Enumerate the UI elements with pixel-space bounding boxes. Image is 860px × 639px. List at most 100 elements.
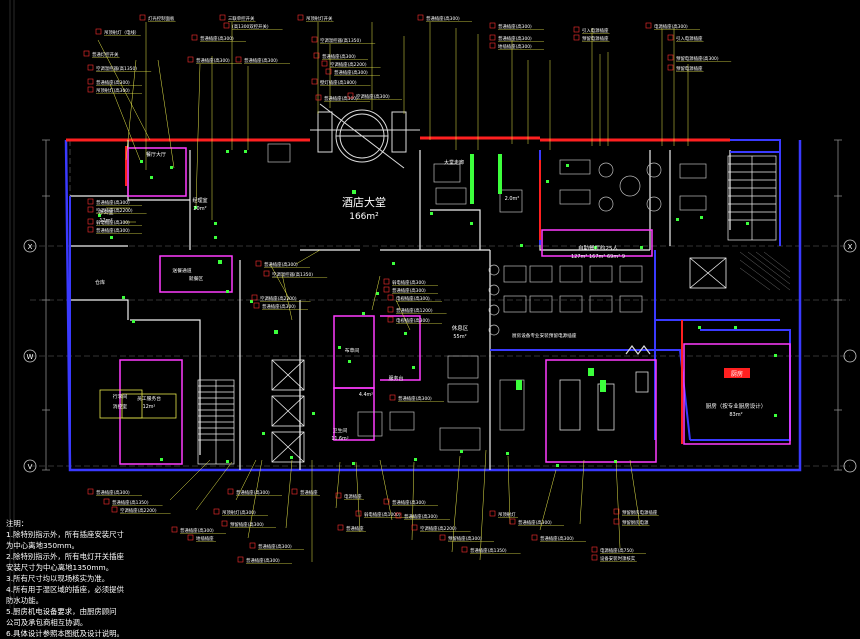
callout-text: 电源插座(高750)	[600, 547, 634, 554]
tag-marker-icon	[187, 534, 194, 541]
callout-tag: 预留厨房电源插座	[613, 508, 659, 516]
grid-axis-bubble-icon: X X	[23, 239, 857, 253]
callout-text: 壁灯插座(高1800)	[320, 79, 357, 86]
tag-marker-icon	[249, 542, 256, 549]
callout-text: 普通插座	[346, 525, 364, 532]
callout-text: 预留插座(高300)	[448, 535, 482, 542]
callout-tag: 吊顶射灯	[489, 510, 518, 518]
callout-text: 普通插座(高1200)	[396, 307, 433, 314]
kitchen-area: 83m²	[729, 412, 742, 418]
lounge-name: 休息区	[452, 324, 469, 332]
tag-marker-icon	[263, 270, 270, 277]
callout-tag: 普通插座(高300)	[249, 542, 304, 550]
tag-marker-icon	[573, 34, 580, 41]
callout-text: 普通插座(高300)	[96, 199, 130, 206]
callout-text: 普通插座(高300)	[96, 489, 130, 496]
callout-tag: 电视插座(高300)	[387, 316, 442, 324]
lobby-area: 166m²	[349, 212, 379, 222]
callout-text: (高1300双控开关)	[232, 23, 269, 30]
tag-marker-icon	[87, 78, 94, 85]
tag-marker-icon	[613, 518, 620, 525]
callout-tag: 普通插座(高300)	[325, 68, 380, 76]
callout-text: 普通插座(高300)	[200, 35, 234, 42]
tag-marker-icon	[489, 34, 496, 41]
tag-marker-icon	[335, 492, 342, 499]
pantry-1-area: 4.4m²	[359, 392, 373, 398]
notes-line: 2.除特别指示外，所有电灯开关插座	[6, 552, 124, 561]
room-label-dining-zone: 就餐区	[189, 275, 204, 282]
grid-label-left-2: W	[27, 353, 34, 361]
pantry-2-name: 卫生间	[333, 427, 348, 434]
elevator-icon	[271, 257, 727, 463]
callout-tag: 普通插座(高300)	[87, 226, 142, 234]
callout-text: 普通插座(高300)	[262, 303, 296, 310]
tag-marker-icon	[221, 520, 228, 527]
tag-marker-icon	[227, 488, 234, 495]
tag-marker-icon	[439, 534, 446, 541]
callout-text: 普通插座(高300)	[322, 53, 356, 60]
tag-marker-icon	[311, 36, 318, 43]
notes-line: 防水功能。	[6, 596, 43, 605]
callout-labels: 吊顶射灯（电线）普通灯控开关空调温控器(高1350)普通插座(高300)吊顶射灯…	[83, 14, 732, 564]
callout-leaders	[97, 22, 689, 562]
tag-marker-icon	[213, 508, 220, 515]
callout-tag: 预留电源插座(高300)	[667, 54, 732, 62]
callout-text: 吊顶射灯(高300)	[96, 87, 130, 94]
callout-text: 普通插座(高300)	[404, 513, 438, 520]
tag-marker-icon	[387, 316, 394, 323]
tag-marker-icon	[389, 394, 396, 401]
callout-text: 普通插座(高300)	[540, 535, 574, 542]
callout-tag: 普通插座(高300)	[313, 52, 368, 60]
callout-tag: 空调温控器(高1350)	[87, 64, 152, 72]
callout-text: 普通插座(高300)	[246, 557, 280, 564]
tag-marker-icon	[355, 510, 362, 517]
callout-text: 空调插座(高300)	[356, 93, 390, 100]
lounge-area: 55m²	[453, 334, 466, 340]
callout-text: 预留电源插座	[582, 35, 609, 42]
callout-text: 空调温控器(高1350)	[96, 65, 137, 72]
callout-tag: 空调插座(高2200)	[251, 294, 311, 302]
tag-marker-icon	[387, 294, 394, 301]
west-room-1: 行李间	[113, 393, 128, 400]
callout-text: 空调温控器(高1350)	[320, 37, 361, 44]
callout-text: 普通插座	[300, 489, 318, 496]
service-name: 服务台	[388, 375, 403, 382]
tag-marker-icon	[383, 278, 390, 285]
callout-text: 普通插座(高300)	[196, 57, 230, 64]
callout-tag: 普通插座(高300)	[87, 488, 142, 496]
callout-tag: 普通插座(高300)	[255, 260, 310, 268]
tag-marker-icon	[591, 554, 598, 561]
callout-text: 预留厨房电源插座	[622, 509, 658, 516]
callout-tag: 普通插座(高300)	[489, 22, 544, 30]
callout-text: 引入电源插座	[582, 27, 609, 34]
tag-marker-icon	[645, 22, 652, 29]
callout-text: 普通插座(高1350)	[470, 547, 507, 554]
callout-tag: 普通插座(高300)	[383, 286, 438, 294]
design-notes: 注明： 1.除特别指示外，所有插座安装尺寸 为中心离地350mm。 2.除特别指…	[6, 518, 156, 639]
tag-marker-icon	[87, 226, 94, 233]
callout-text: 普通插座(高300)	[518, 519, 552, 526]
storage-name: 仓库	[95, 279, 105, 286]
floor-plan-canvas: X X W V	[9, 0, 857, 608]
notes-line: 安装尺寸为中心离地1350mm。	[6, 563, 114, 572]
callout-text: 普通插座(高300)	[96, 227, 130, 234]
callout-text: 地插插座	[196, 535, 214, 542]
manager-area: 20m²	[193, 206, 206, 212]
tag-marker-icon	[509, 518, 516, 525]
callout-tag: 普通插座(高300)	[315, 94, 370, 102]
callout-text: 普通灯控开关	[92, 51, 119, 58]
callout-text: 电源插座(高300)	[654, 23, 688, 30]
callout-tag: 三联单控开关	[219, 14, 256, 22]
north-room-name: 餐厅大厅	[146, 151, 166, 158]
tag-marker-icon	[531, 534, 538, 541]
tag-marker-icon	[87, 488, 94, 495]
callout-tag: 普通插座(高300)	[417, 14, 472, 22]
callout-tag: 普通插座(高1350)	[103, 498, 163, 506]
office-name: 办公室	[98, 209, 113, 216]
tag-marker-icon	[315, 94, 322, 101]
tag-marker-icon	[395, 512, 402, 519]
callout-text: 空调温控器(高1350)	[272, 271, 313, 278]
furniture-symbol-icon	[267, 143, 707, 451]
callout-text: 灯光控制面板	[148, 15, 175, 22]
callout-tag: 预留电源插座	[573, 34, 610, 42]
